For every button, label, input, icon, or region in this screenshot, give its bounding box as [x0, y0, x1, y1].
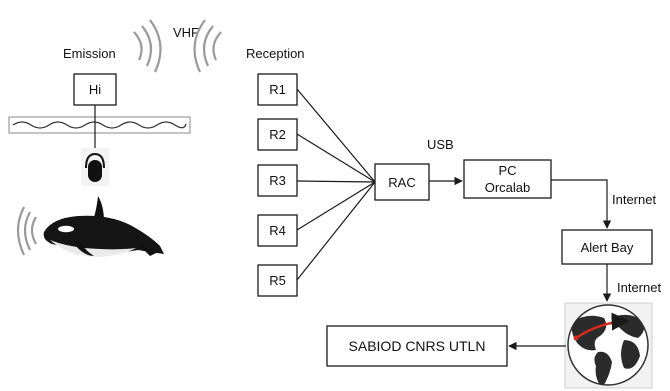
receiver-R4: R4 — [257, 214, 298, 247]
receiver-label: R2 — [269, 127, 286, 142]
receiver-connectors — [296, 88, 376, 281]
receiver-label: R1 — [269, 82, 286, 97]
orcalab-label: Orcalab — [485, 180, 531, 195]
emission-label: Emission — [63, 46, 116, 61]
radio-waves-icon-orca — [16, 206, 37, 256]
sabiod-label: SABIOD CNRS UTLN — [349, 338, 486, 354]
pc-orcalab-box — [463, 159, 552, 199]
globe-icon — [564, 302, 653, 389]
usb-label: USB — [427, 137, 454, 152]
hi-box — [73, 73, 117, 106]
alert-bay-label: Alert Bay — [581, 240, 634, 255]
receiver-R5: R5 — [257, 264, 298, 297]
receiver-label: R4 — [269, 223, 286, 238]
sea-surface — [8, 116, 191, 134]
receiver-R3: R3 — [257, 164, 298, 197]
pc-label: PC — [498, 163, 516, 178]
rac-label: RAC — [388, 175, 415, 190]
receiver-R1: R1 — [257, 73, 298, 106]
internet-label-2: Internet — [617, 280, 661, 295]
radio-waves-icon-right — [193, 19, 222, 73]
internet-label-1: Internet — [612, 192, 656, 207]
hi-label: Hi — [89, 82, 101, 97]
radio-waves-icon-left — [133, 19, 162, 73]
internet-arrow-1 — [551, 179, 612, 229]
hydrophone-icon — [81, 148, 109, 186]
orca-illustration — [43, 196, 164, 257]
sea-wave — [12, 121, 187, 129]
reception-label: Reception — [246, 46, 305, 61]
alert-bay-box — [561, 229, 653, 265]
vhf-label: VHF — [173, 25, 199, 40]
sabiod-box — [326, 325, 508, 367]
receiver-label: R3 — [269, 173, 286, 188]
receiver-label: R5 — [269, 273, 286, 288]
rac-box — [374, 163, 430, 201]
receiver-R2: R2 — [257, 118, 298, 151]
